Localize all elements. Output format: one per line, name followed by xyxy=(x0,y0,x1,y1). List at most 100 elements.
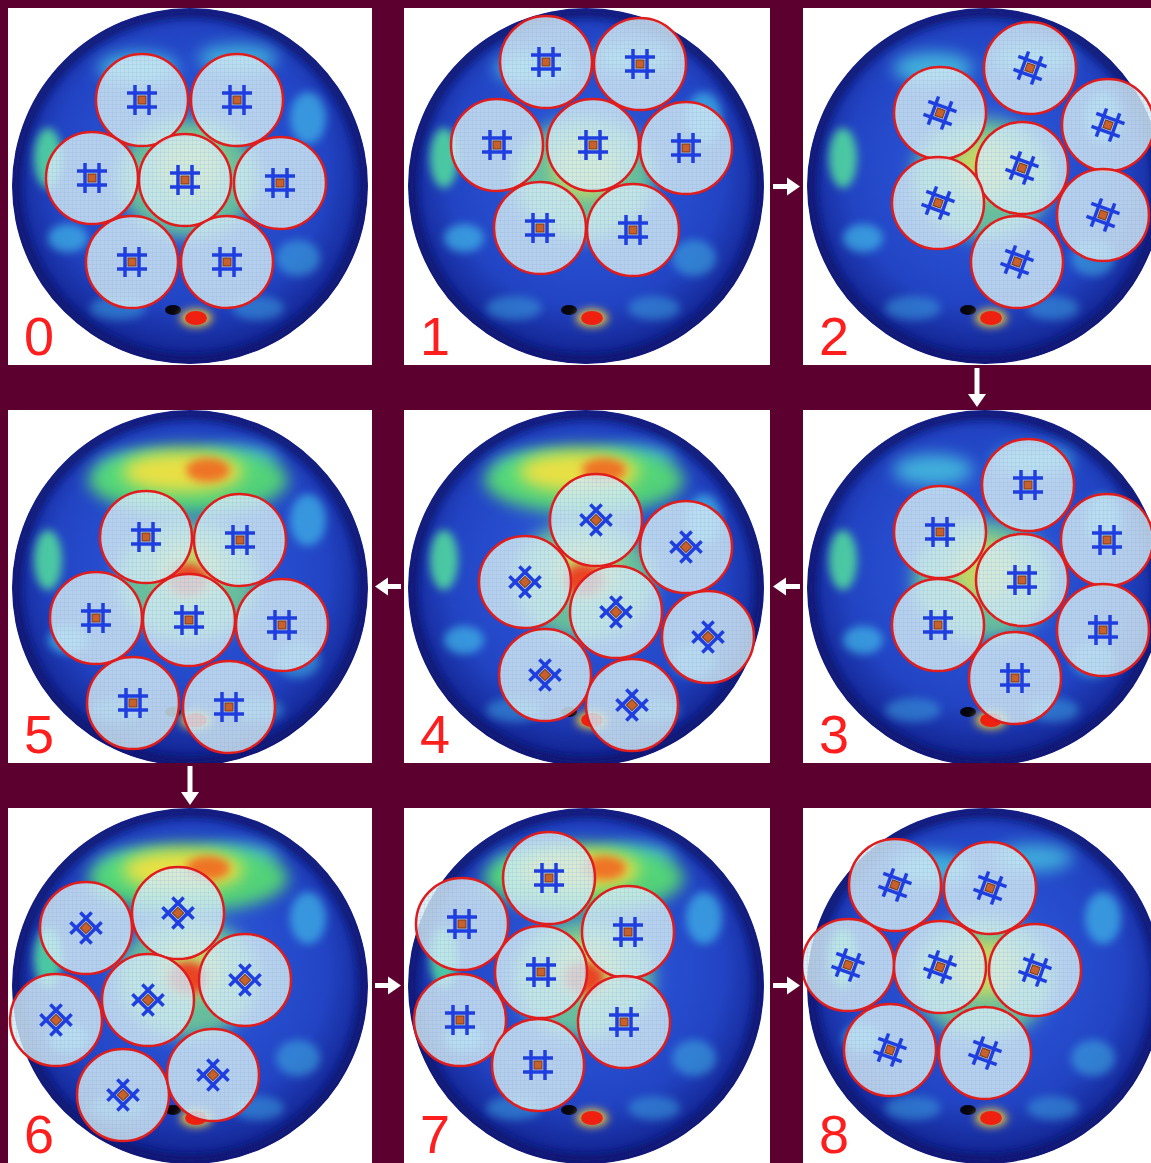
heatmap-illustration xyxy=(803,808,1151,1163)
hash-mark xyxy=(611,684,653,726)
grid-circle xyxy=(582,886,674,978)
grid-circle xyxy=(570,566,662,658)
grid-circle xyxy=(976,534,1068,626)
heatmap-panel: 6 xyxy=(8,808,372,1163)
grid-circle xyxy=(479,536,571,628)
hash-mark xyxy=(829,946,867,984)
grid-circle xyxy=(894,921,986,1013)
hash-mark xyxy=(613,917,643,947)
grid-circle xyxy=(495,926,587,1018)
grid-circle xyxy=(984,22,1076,114)
heatmap-illustration xyxy=(404,410,770,763)
hash-mark xyxy=(1089,106,1127,144)
grid-circle xyxy=(894,67,986,159)
grid-circle xyxy=(50,572,142,664)
hash-mark xyxy=(921,948,959,986)
heatmap-disk xyxy=(807,8,1151,364)
grid-circle xyxy=(550,474,642,566)
heatmap-disk xyxy=(807,410,1151,763)
grid-circle xyxy=(10,974,102,1066)
grid-circle xyxy=(191,54,283,146)
hash-mark xyxy=(618,215,648,245)
hash-mark xyxy=(1000,663,1030,693)
hash-mark xyxy=(575,499,617,541)
hash-mark xyxy=(523,1050,553,1080)
panel-number: 0 xyxy=(24,309,54,363)
hash-mark xyxy=(117,247,147,277)
hash-mark xyxy=(214,692,244,722)
heatmap-panel: 4 xyxy=(404,410,770,763)
heatmap-disk xyxy=(408,808,764,1163)
hash-mark xyxy=(625,49,655,79)
grid-circle xyxy=(96,54,188,146)
grid-circle xyxy=(578,976,670,1068)
panel-number: 7 xyxy=(420,1107,450,1161)
grid-circle xyxy=(586,659,678,751)
hash-mark xyxy=(222,85,252,115)
hash-mark xyxy=(923,610,953,640)
grid-circle xyxy=(844,1004,936,1096)
flow-arrow xyxy=(181,766,199,805)
hash-mark xyxy=(534,863,564,893)
grid-circle xyxy=(587,184,679,276)
panel-number: 6 xyxy=(24,1107,54,1161)
hash-mark xyxy=(1088,615,1118,645)
panel-number: 1 xyxy=(420,309,450,363)
hash-mark xyxy=(687,616,729,658)
hash-mark xyxy=(876,866,914,904)
heatmap-disk xyxy=(408,8,764,364)
hash-mark xyxy=(966,1034,1004,1072)
hash-mark xyxy=(65,907,107,949)
hash-mark xyxy=(265,168,295,198)
grid-circle xyxy=(594,18,686,110)
hash-mark xyxy=(447,909,477,939)
grid-circle xyxy=(1062,79,1151,171)
hash-mark xyxy=(35,999,77,1041)
grid-circle xyxy=(939,1007,1031,1099)
grid-circle xyxy=(547,99,639,191)
heatmap-illustration xyxy=(404,808,770,1163)
grid-circle xyxy=(46,132,138,224)
hash-mark xyxy=(578,130,608,160)
hash-mark xyxy=(267,610,297,640)
hash-mark xyxy=(224,959,266,1001)
grid-circle xyxy=(414,974,506,1066)
hash-mark xyxy=(525,213,555,243)
hash-mark xyxy=(174,605,204,635)
grid-circle xyxy=(1057,169,1149,261)
heatmap-illustration xyxy=(8,410,372,763)
grid-circle xyxy=(451,99,543,191)
hash-mark xyxy=(81,603,111,633)
hash-mark xyxy=(131,522,161,552)
heatmap-panel: 1 xyxy=(404,8,770,365)
hash-mark xyxy=(595,591,637,633)
grid-circle xyxy=(892,579,984,671)
hash-mark xyxy=(921,94,959,132)
grid-circle xyxy=(132,867,224,959)
hash-mark xyxy=(1084,196,1122,234)
heatmap-panel: 5 xyxy=(8,410,372,763)
hash-mark xyxy=(127,85,157,115)
panel-number: 4 xyxy=(420,707,450,761)
heatmap-disk xyxy=(12,410,368,763)
hash-mark xyxy=(212,247,242,277)
grid-circle xyxy=(416,878,508,970)
grid-circle xyxy=(494,182,586,274)
hash-mark xyxy=(665,526,707,568)
grid-circle xyxy=(86,216,178,308)
grid-circle xyxy=(503,832,595,924)
grid-circle xyxy=(640,501,732,593)
grid-circle xyxy=(803,919,894,1011)
grid-circle xyxy=(989,924,1081,1016)
hash-mark xyxy=(998,243,1036,281)
grid-circle xyxy=(1061,494,1151,586)
grid-circle xyxy=(139,134,231,226)
hash-mark xyxy=(925,517,955,547)
grid-circle xyxy=(499,629,591,721)
hash-mark xyxy=(192,1054,234,1096)
grid-circle xyxy=(102,954,194,1046)
hash-mark xyxy=(1092,525,1122,555)
hash-mark xyxy=(127,979,169,1021)
grid-circle xyxy=(892,157,984,249)
hash-mark xyxy=(1007,565,1037,595)
